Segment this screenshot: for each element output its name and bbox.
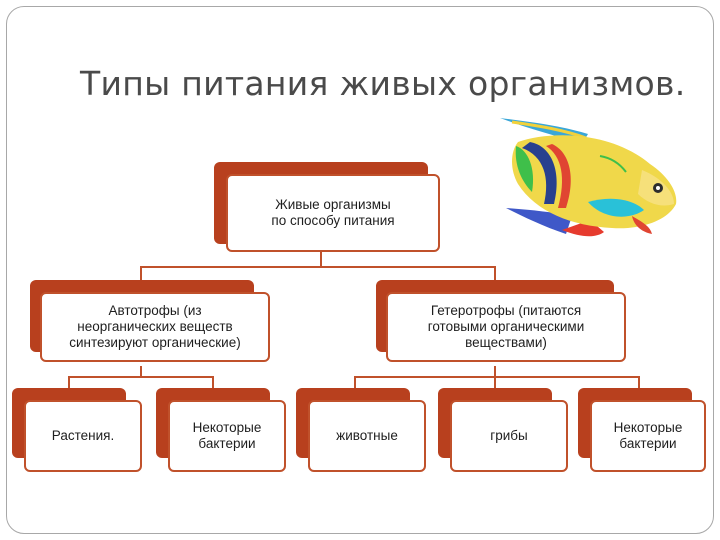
leaf-bacteria-heterotrophs-label: Некоторые бактерии <box>590 400 706 472</box>
leaf-bacteria-autotrophs-label: Некоторые бактерии <box>168 400 286 472</box>
connector <box>212 376 214 390</box>
autotrophs-node-label: Автотрофы (из неорганических веществ син… <box>40 292 270 362</box>
connector <box>68 376 214 378</box>
leaf-animals-label: животные <box>308 400 426 472</box>
connector <box>140 266 496 268</box>
connector <box>494 376 496 390</box>
connector <box>140 366 142 378</box>
leaf-plants-label: Растения. <box>24 400 142 472</box>
connector <box>140 266 142 282</box>
connector <box>494 266 496 282</box>
slide-title: Типы питания живых организмов. <box>80 64 686 103</box>
connector <box>320 248 322 268</box>
connector <box>68 376 70 390</box>
connector <box>354 376 356 390</box>
heterotrophs-node-label: Гетеротрофы (питаются готовыми органичес… <box>386 292 626 362</box>
connector <box>354 376 640 378</box>
fish-illustration <box>500 118 677 237</box>
root-node-label: Живые организмы по способу питания <box>226 174 440 252</box>
connector <box>494 366 496 378</box>
leaf-fungi-label: грибы <box>450 400 568 472</box>
connector <box>638 376 640 390</box>
